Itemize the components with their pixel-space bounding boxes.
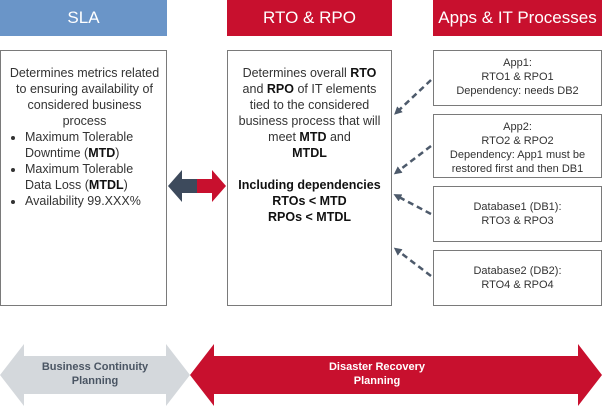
rtos-lt-mtd: RTOs < MTD — [272, 194, 347, 208]
db2-rto-rpo: RTO4 & RPO4 — [481, 279, 554, 291]
sla-bullet-availability: Availability 99.XXX% — [25, 193, 160, 209]
db1-rto-rpo: RTO3 & RPO3 — [481, 215, 554, 227]
app2-box: App2: RTO2 & RPO2 Dependency: App1 must … — [433, 114, 602, 178]
sla-header-label: SLA — [67, 8, 100, 27]
sla-box: Determines metrics related to ensuring a… — [0, 50, 167, 306]
app2-rto-rpo: RTO2 & RPO2 — [481, 135, 554, 147]
sla-intro: Determines metrics related to ensuring a… — [9, 66, 160, 128]
app2-title: App2: — [503, 121, 532, 133]
drp-label: Disaster Recovery Planning — [328, 361, 425, 387]
dashed-arrow-db2 — [393, 247, 432, 277]
sla-bullets: Maximum Tolerable Downtime (MTD) Maximum… — [9, 129, 160, 209]
rto-rpo-box: Determines overall RTO and RPO of IT ele… — [227, 50, 392, 306]
dashed-arrow-app1 — [394, 79, 432, 115]
rpos-lt-mtdl: RPOs < MTDL — [268, 210, 351, 224]
db1-box: Database1 (DB1): RTO3 & RPO3 — [433, 186, 602, 242]
app1-rto-rpo: RTO1 & RPO1 — [481, 71, 554, 83]
rto-rpo-description: Determines overall RTO and RPO of IT ele… — [238, 66, 381, 160]
db1-title: Database1 (DB1): — [473, 201, 562, 213]
left-arrow-icon — [168, 170, 197, 202]
rto-rpo-header: RTO & RPO — [227, 0, 392, 36]
apps-header: Apps & IT Processes — [433, 0, 602, 36]
app1-dependency: Dependency: needs DB2 — [456, 85, 579, 97]
bcp-arrow-icon — [0, 344, 190, 406]
including-dependencies: Including dependencies — [238, 178, 381, 192]
sla-bullet-mtdl: Maximum Tolerable Data Loss (MTDL) — [25, 161, 160, 193]
db2-box: Database2 (DB2): RTO4 & RPO4 — [433, 250, 602, 306]
dashed-arrow-app2 — [393, 145, 432, 175]
app2-dependency: Dependency: App1 must be restored first … — [449, 149, 586, 175]
app1-title: App1: — [503, 57, 532, 69]
right-arrow-icon — [197, 170, 226, 202]
app1-box: App1: RTO1 & RPO1 Dependency: needs DB2 — [433, 50, 602, 106]
rto-rpo-header-label: RTO & RPO — [263, 8, 356, 27]
drp-arrow-icon — [190, 344, 602, 406]
dashed-arrow-db1 — [393, 194, 432, 216]
db2-title: Database2 (DB2): — [473, 265, 562, 277]
bcp-label: Business Continuity Planning — [41, 361, 149, 387]
sla-bullet-mtd: Maximum Tolerable Downtime (MTD) — [25, 129, 160, 161]
sla-header: SLA — [0, 0, 167, 36]
rto-rpo-dependencies: Including dependencies RTOs < MTD RPOs <… — [234, 177, 385, 225]
apps-header-label: Apps & IT Processes — [438, 8, 597, 27]
